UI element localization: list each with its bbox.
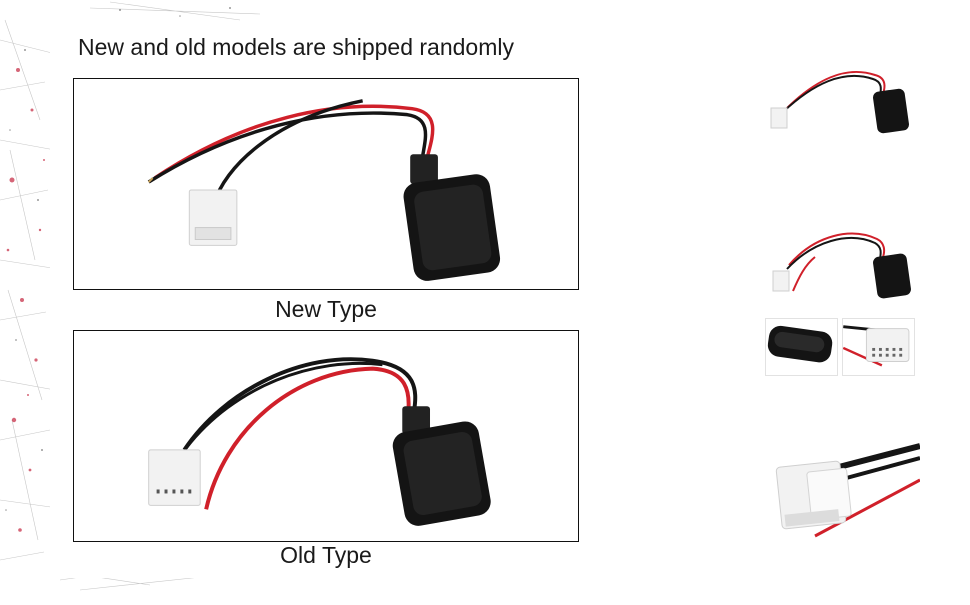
new-type-caption: New Type — [275, 296, 377, 322]
adapter-thumbnail-2[interactable] — [765, 225, 915, 305]
old-type-image-frame — [73, 330, 579, 542]
new-type-image-frame — [73, 78, 579, 290]
old-type-caption: Old Type — [280, 542, 372, 568]
connector-detail-thumbnail[interactable] — [775, 440, 920, 540]
module-closeup-thumbnail[interactable] — [765, 318, 838, 376]
old-type-adapter-image — [148, 357, 491, 526]
new-type-adapter-image — [147, 99, 501, 281]
adapter-thumbnail-1[interactable] — [765, 60, 915, 140]
connector-closeup-thumbnail[interactable] — [842, 318, 915, 376]
shipping-notice: New and old models are shipped randomly — [78, 34, 514, 60]
